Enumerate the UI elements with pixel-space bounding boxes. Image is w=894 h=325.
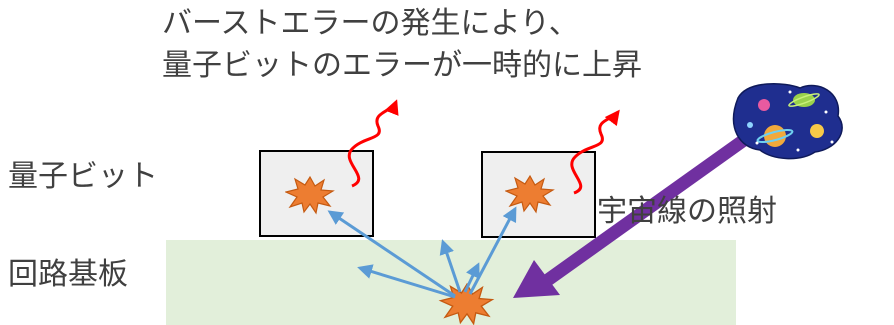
title-line-2: 量子ビットのエラーが一時的に上昇	[162, 48, 642, 83]
cosmic-ray-arrow	[513, 134, 748, 298]
title-line-1: バーストエラーの発生により、	[162, 6, 579, 41]
error-signal-left	[347, 99, 399, 188]
space-planets-icon	[732, 83, 843, 160]
scatter-arrows	[327, 206, 517, 299]
circuit-board-label: 回路基板	[8, 257, 128, 292]
qubit-label: 量子ビット	[8, 159, 158, 194]
error-signal-right	[570, 109, 620, 195]
cosmic-ray-label: 宇宙線の照射	[597, 194, 777, 229]
